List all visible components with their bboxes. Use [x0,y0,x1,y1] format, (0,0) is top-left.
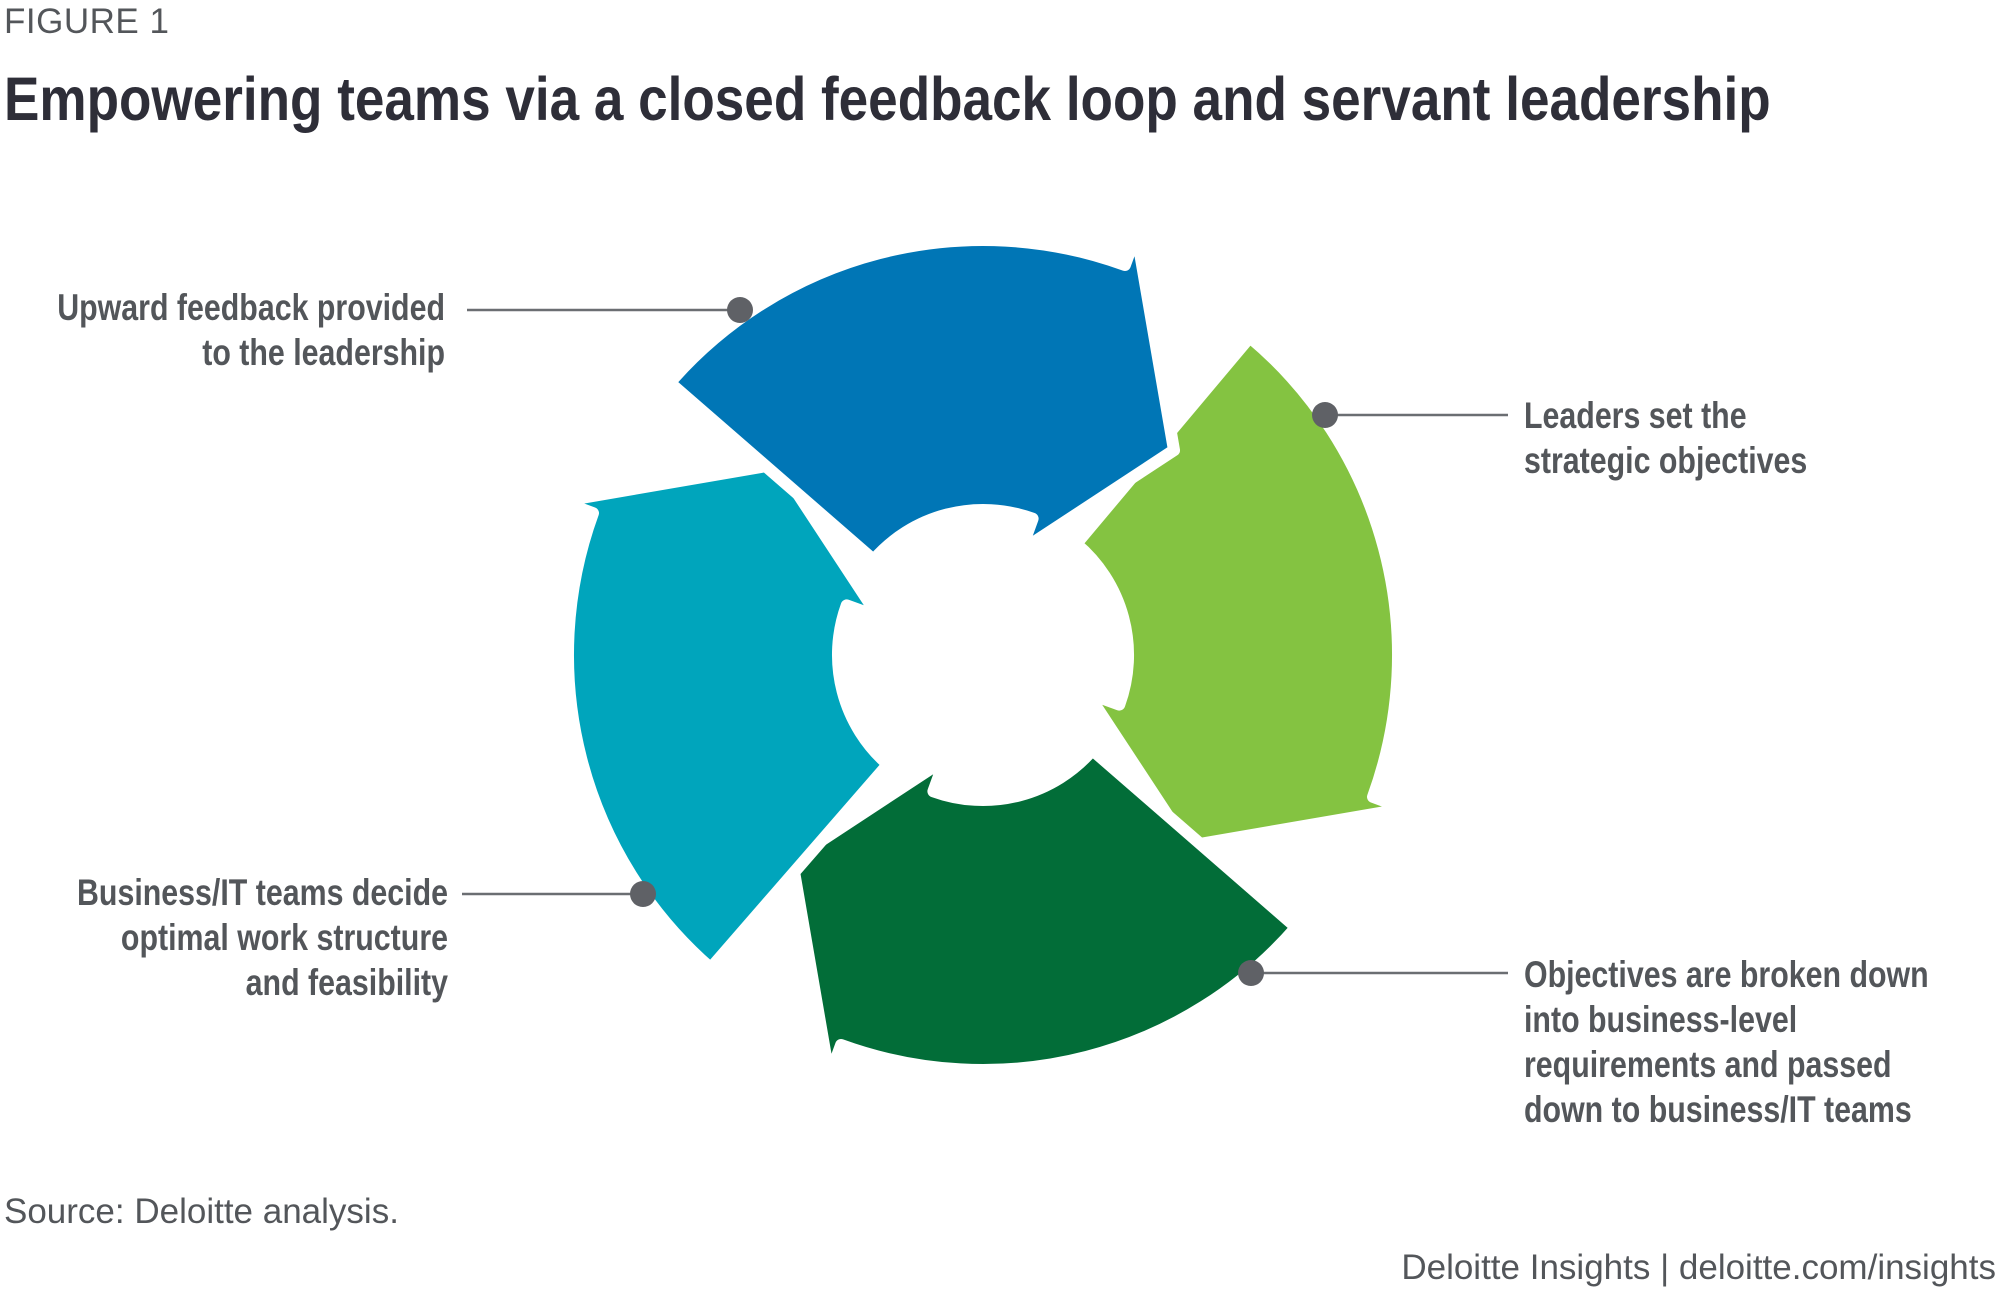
footer-credit: Deloitte Insights | deloitte.com/insight… [1401,1248,1996,1287]
leader-teams-decide [462,881,656,907]
arrow-objectives-breakdown [786,744,1303,1083]
leader-upward-feedback [467,297,753,323]
label-leaders-set-objectives: Leaders set the strategic objectives [1524,395,1808,481]
figure-label: FIGURE 1 [4,2,170,41]
leader-dot [630,881,656,907]
label-teams-decide-structure: Business/IT teams decide optimal work st… [77,872,449,1003]
leader-dot [1238,960,1264,986]
arrow-upward-feedback [663,227,1180,566]
leader-objectives-breakdown [1238,960,1508,986]
leader-dot [1312,402,1338,428]
label-upward-feedback: Upward feedback provided to the leadersh… [57,287,445,373]
label-objectives-broken-down: Objectives are broken down into business… [1524,954,1929,1130]
figure-title: Empowering teams via a closed feedback l… [4,65,1771,133]
source-note: Source: Deloitte analysis. [4,1192,399,1231]
leader-leaders-objectives [1312,402,1508,428]
arrow-teams-decide [555,458,894,975]
leader-dot [727,297,753,323]
